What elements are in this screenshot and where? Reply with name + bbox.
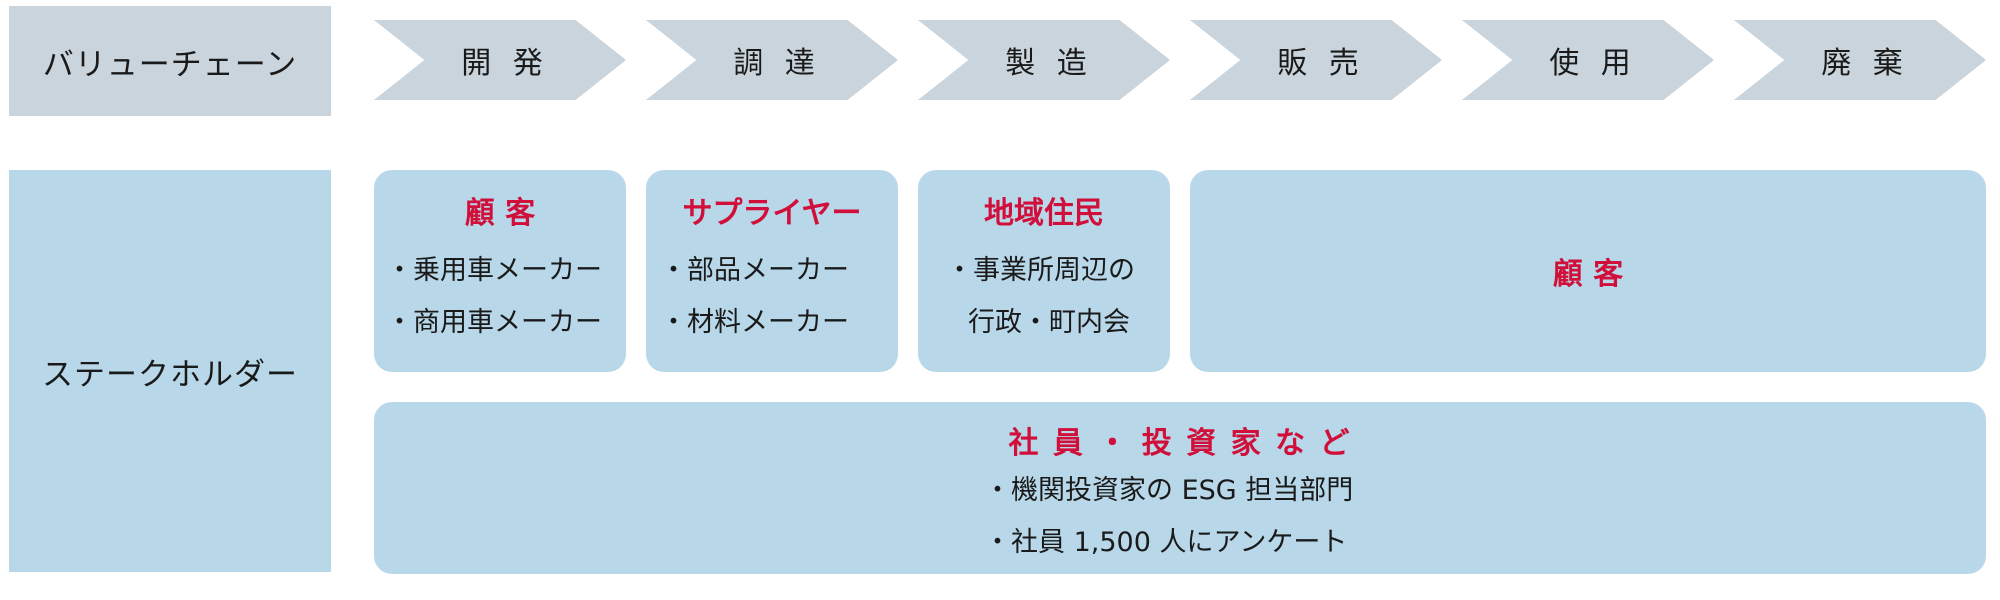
stage-disposal: 廃 棄: [1734, 20, 1986, 100]
stage-manufacturing-label: 製 造: [1005, 46, 1093, 81]
stakeholder-label-text: ステークホルダー: [42, 356, 298, 393]
value-chain-label: バリューチェーン: [9, 6, 331, 116]
card-title: サプライヤー: [682, 196, 862, 231]
stage-procurement-label: 調 達: [733, 46, 821, 81]
stakeholder-label: ステークホルダー: [9, 170, 331, 572]
stakeholder-card-customers-sales: 顧 客: [1190, 170, 1986, 372]
card-line: ・乗用車メーカー: [386, 255, 602, 286]
stage-manufacturing: 製 造: [918, 20, 1170, 100]
stage-use: 使 用: [1462, 20, 1714, 100]
stage-development-label: 開 発: [461, 46, 549, 81]
card-line: ・社員 1,500 人にアンケート: [984, 527, 1348, 558]
card-line: ・商用車メーカー: [386, 307, 602, 338]
stage-sales-label: 販 売: [1277, 46, 1365, 81]
stakeholder-card-suppliers: サプライヤー ・部品メーカー ・材料メーカー: [646, 170, 898, 372]
card-line: ・部品メーカー: [660, 255, 849, 286]
stakeholder-card-local-residents: 地域住民 ・事業所周辺の 行政・町内会: [918, 170, 1170, 372]
stage-use-label: 使 用: [1549, 46, 1637, 81]
card-line: ・機関投資家の ESG 担当部門: [984, 475, 1354, 506]
stakeholder-card-customers-dev: 顧 客 ・乗用車メーカー ・商用車メーカー: [374, 170, 626, 372]
card-title: 顧 客: [464, 196, 536, 231]
stage-procurement: 調 達: [646, 20, 898, 100]
card-line: 行政・町内会: [968, 307, 1130, 338]
stage-sales: 販 売: [1190, 20, 1442, 100]
card-title: 地域住民: [984, 196, 1104, 231]
card-line: ・事業所周辺の: [946, 255, 1135, 286]
card-line: ・材料メーカー: [660, 307, 849, 338]
value-chain-label-text: バリューチェーン: [42, 46, 298, 83]
stage-disposal-label: 廃 棄: [1821, 46, 1909, 81]
stakeholder-card-employees-investors: 社 員 ・ 投 資 家 な ど ・機関投資家の ESG 担当部門 ・社員 1,5…: [374, 402, 1986, 574]
card-title: 社 員 ・ 投 資 家 な ど: [1008, 426, 1352, 461]
card-title: 顧 客: [1552, 257, 1624, 292]
stage-development: 開 発: [374, 20, 626, 100]
